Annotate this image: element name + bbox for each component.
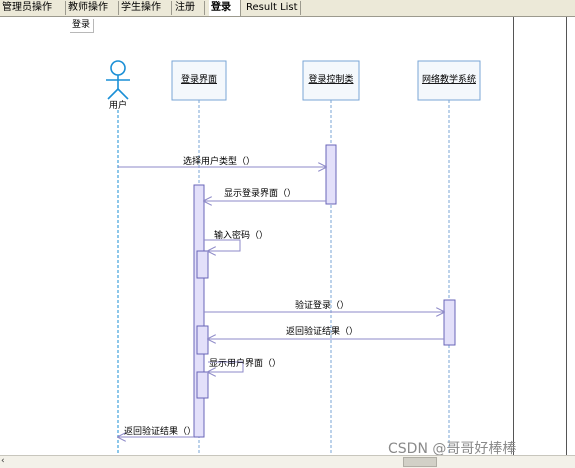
lifeline-head-login-controller[interactable]: 登录控制类 <box>302 60 360 101</box>
activation-login-controller[interactable] <box>325 144 337 205</box>
tab-teacher-operations[interactable]: 教师操作 <box>66 1 119 15</box>
message-label: 显示用户界面（） <box>209 357 281 369</box>
message-label: 输入密码（） <box>214 229 268 241</box>
message-show-login-ui[interactable]: 显示登录界面（） <box>204 188 326 201</box>
actor-head <box>110 60 126 76</box>
tab-result-list[interactable]: Result List <box>244 1 301 15</box>
horizontal-scrollbar[interactable]: ‹ <box>0 455 575 468</box>
message-label: 显示登录界面（） <box>224 188 296 199</box>
actor-left-leg <box>107 88 119 100</box>
scrollbar-thumb[interactable] <box>403 457 437 467</box>
tab-student-operations[interactable]: 学生操作 <box>119 1 172 15</box>
lifeline-label-login-ui: 登录界面 <box>181 74 217 85</box>
message-label: 验证登录（） <box>295 299 349 311</box>
lifeline-label-teaching-system: 网络教学系统 <box>422 73 476 85</box>
canvas-right-border <box>566 17 567 457</box>
message-verify-login[interactable]: 验证登录（） <box>204 299 444 312</box>
activation-login-ui-show-user[interactable] <box>196 371 209 399</box>
message-input-password[interactable]: 输入密码（） <box>204 229 268 251</box>
message-label: 返回验证结果（） <box>286 325 358 337</box>
watermark: CSDN @哥哥好棒棒 <box>388 441 517 457</box>
lifeline-head-teaching-system[interactable]: 网络教学系统 <box>417 60 481 101</box>
activation-teaching-system[interactable] <box>443 299 456 346</box>
actor-user[interactable]: 用户 <box>106 60 130 111</box>
diagram-tab-bar: 管理员操作 教师操作 学生操作 注册 登录 Result List <box>0 0 575 17</box>
message-return-verify-result-system[interactable]: 返回验证结果（） <box>208 325 444 339</box>
lifeline-label-login-controller: 登录控制类 <box>308 73 353 85</box>
tab-register[interactable]: 注册 <box>173 1 205 15</box>
message-label: 返回验证结果（） <box>124 425 196 437</box>
lifeline-head-login-ui[interactable]: 登录界面 <box>171 60 227 101</box>
tab-admin-operations[interactable]: 管理员操作 <box>0 1 66 15</box>
activation-login-ui-main[interactable] <box>193 184 205 438</box>
message-show-user-ui[interactable]: 显示用户界面（） <box>208 357 281 372</box>
message-label: 选择用户类型（） <box>183 155 255 167</box>
canvas-page-boundary <box>513 17 514 457</box>
actor-label: 用户 <box>109 99 127 111</box>
message-select-user-type[interactable]: 选择用户类型（） <box>118 155 326 167</box>
diagram-frame-label: 登录 <box>70 19 95 33</box>
message-return-verify-result-user[interactable]: 返回验证结果（） <box>118 425 196 437</box>
scroll-left-icon[interactable]: ‹ <box>1 456 5 466</box>
tab-login[interactable]: 登录 <box>209 0 241 16</box>
activation-login-ui-input-password[interactable] <box>196 250 209 279</box>
activation-login-ui-verify[interactable] <box>196 325 209 355</box>
actor-right-leg <box>117 88 129 100</box>
